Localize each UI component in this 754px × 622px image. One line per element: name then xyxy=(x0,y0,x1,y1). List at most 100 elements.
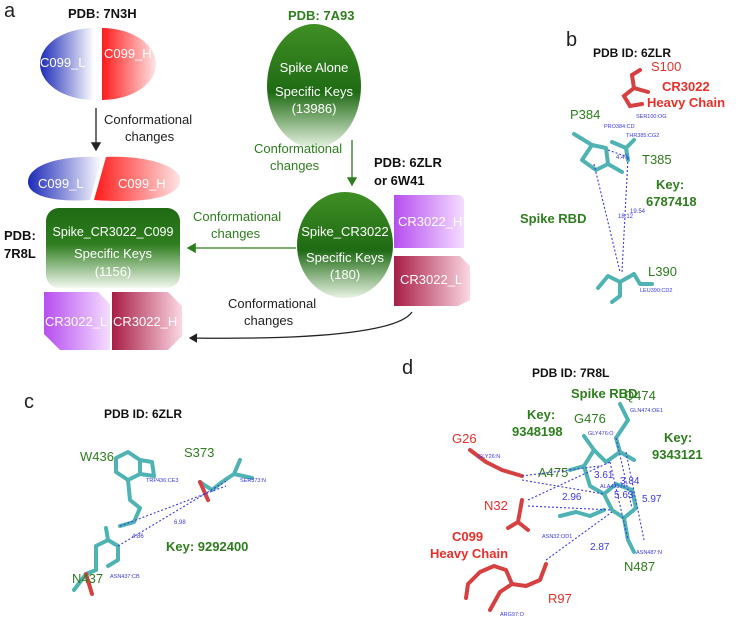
dist-d-b: 3.84 xyxy=(620,476,640,487)
atom-trp436: TRP436:CE3 xyxy=(146,478,178,484)
stick-g26 xyxy=(468,448,524,478)
conf-changes-3-line2: changes xyxy=(211,226,261,241)
dist-line-c1 xyxy=(117,479,229,547)
dist-line-d5 xyxy=(625,451,645,541)
key-d1-label: Key: xyxy=(527,407,555,422)
c099-oval-split: C099_L C099_H xyxy=(28,156,181,202)
atom-asn487: ASN487:N xyxy=(636,550,662,556)
stick-s373 xyxy=(198,458,254,492)
spike-cr3022-c099-text: Spike_CR3022_C099 xyxy=(53,225,174,239)
stick-g476 xyxy=(582,434,622,464)
stick-s100-branch xyxy=(632,86,650,94)
dist-line-d3 xyxy=(527,461,611,501)
keys-13986-text: (13986) xyxy=(292,101,337,116)
dist-c2: 4.86 xyxy=(132,534,144,540)
conf-changes-2-line2: changes xyxy=(270,158,320,173)
conf-changes-4-line1: Conformational xyxy=(228,296,316,311)
label-a475: A475 xyxy=(538,465,568,480)
stick-n437-red xyxy=(84,572,94,596)
dist-line-d2 xyxy=(521,479,605,495)
cr3022-h-bottom-text: CR3022_H xyxy=(113,314,177,329)
stick-asn32 xyxy=(558,508,606,518)
c099-l-split xyxy=(28,156,102,201)
spike-rbd-b: Spike RBD xyxy=(520,211,586,226)
key-d1-value: 9348198 xyxy=(512,424,563,439)
cr3022-h-bottom-shape xyxy=(112,292,182,350)
panel-b-title: PDB ID: 6ZLR xyxy=(593,46,671,60)
atom-ala475: ALA475:N xyxy=(600,484,625,490)
atom-ser373: SER373:N xyxy=(240,478,266,484)
cr3022-l-bottom-text: CR3022_L xyxy=(45,314,107,329)
stick-s373-red xyxy=(198,480,210,502)
stick-w436-ring xyxy=(114,450,156,482)
label-s100: S100 xyxy=(651,59,681,74)
spike-cr3022-c099-box xyxy=(46,208,180,288)
cr3022-h-right-shape xyxy=(394,195,464,248)
c099-l-split-text: C099_L xyxy=(38,176,84,191)
c099-d-line1: C099 xyxy=(452,529,483,544)
spike-rbd-d: Spike RBD xyxy=(571,386,637,401)
cr3022-l-bottom-shape xyxy=(44,292,110,350)
dist-d-a: 3.61 xyxy=(594,470,614,481)
label-g26: G26 xyxy=(452,431,477,446)
heavy-chain-sticks-b xyxy=(621,68,650,109)
heavy-chain-sticks-d xyxy=(464,448,548,612)
stick-l390 xyxy=(596,272,654,304)
label-t385: T385 xyxy=(642,152,672,167)
key-d2-value: 9343121 xyxy=(652,447,703,462)
atom-asn32: ASN32:OD1 xyxy=(542,534,572,540)
c099-h-split xyxy=(94,156,181,202)
atom-leu390: LEU390:CD2 xyxy=(640,288,672,294)
heavy-chain-b-line1: CR3022 xyxy=(662,79,710,94)
label-pdb-7r8l-a: PDB: xyxy=(4,228,36,243)
cr3022-l-right-text: CR3022_L xyxy=(400,272,462,287)
panel-d: d PDB ID: 7R8L Spike RBD Q474 Key: 93481… xyxy=(402,357,703,618)
atom-gln474: GLN474:OE1 xyxy=(630,408,663,414)
conf-changes-1-line2: changes xyxy=(125,129,175,144)
specific-keys-2-text: Specific Keys xyxy=(306,250,385,265)
dist-b1: 18.12 xyxy=(618,214,634,220)
atom-asn437: ASN437:CB xyxy=(110,574,140,580)
key-b-label: Key: xyxy=(656,177,684,192)
key-c-text: Key: 9292400 xyxy=(166,539,248,554)
label-pdb-6zlr-or: PDB: 6ZLR xyxy=(374,155,443,170)
spike-cr3022-text: Spike_CR3022 xyxy=(301,224,388,239)
panel-a: a PDB: 7N3H C099_L C099_H Conformational… xyxy=(4,0,470,350)
atom-thr385: THR385:CG2 xyxy=(626,133,659,139)
stick-s100 xyxy=(621,68,644,109)
panel-letter-c: c xyxy=(24,391,34,413)
arrow-curve-black xyxy=(188,311,413,343)
c099-l-text: C099_L xyxy=(40,55,86,70)
dist-d-f: 2.87 xyxy=(590,542,610,553)
label-g476: G476 xyxy=(574,411,606,426)
label-or-6w41: or 6W41 xyxy=(374,173,425,188)
conf-changes-3-line1: Conformational xyxy=(193,209,281,224)
atom-ser100: SER100:OG xyxy=(636,114,667,120)
specific-keys-1-text: Specific Keys xyxy=(275,84,354,99)
dist-b3: 4.47 xyxy=(616,155,628,161)
label-n437: N437 xyxy=(72,571,103,586)
keys-1156-text: (1156) xyxy=(95,264,132,279)
dist-line-c2 xyxy=(119,485,227,527)
label-s373: S373 xyxy=(184,445,214,460)
atom-gly476: GLY476:O xyxy=(588,431,614,437)
keys-180-text: (180) xyxy=(330,267,360,282)
dist-d-e: 5.97 xyxy=(642,494,662,505)
dist-d-c: 2.96 xyxy=(562,492,582,503)
key-b-value: 6787418 xyxy=(646,194,697,209)
spike-alone-text: Spike Alone xyxy=(280,60,349,75)
key-d2-label: Key: xyxy=(664,430,692,445)
panel-c: c PDB ID: 6ZLR W436 S373 N437 Key: 92924… xyxy=(24,391,266,596)
conf-changes-2-line1: Conformational xyxy=(254,141,342,156)
conf-changes-4-line2: changes xyxy=(244,313,294,328)
c099-d-line2: Heavy Chain xyxy=(430,546,508,561)
label-r97: R97 xyxy=(548,591,572,606)
dist-d-d: 5.63 xyxy=(614,490,634,501)
atom-arg97: ARG97:O xyxy=(500,612,525,618)
dist-line-d7 xyxy=(545,511,613,561)
panel-letter-b: b xyxy=(566,29,577,51)
atom-gly26: GLY26:N xyxy=(478,454,500,460)
distance-lines-b xyxy=(593,149,631,273)
distance-lines-c xyxy=(117,479,229,547)
